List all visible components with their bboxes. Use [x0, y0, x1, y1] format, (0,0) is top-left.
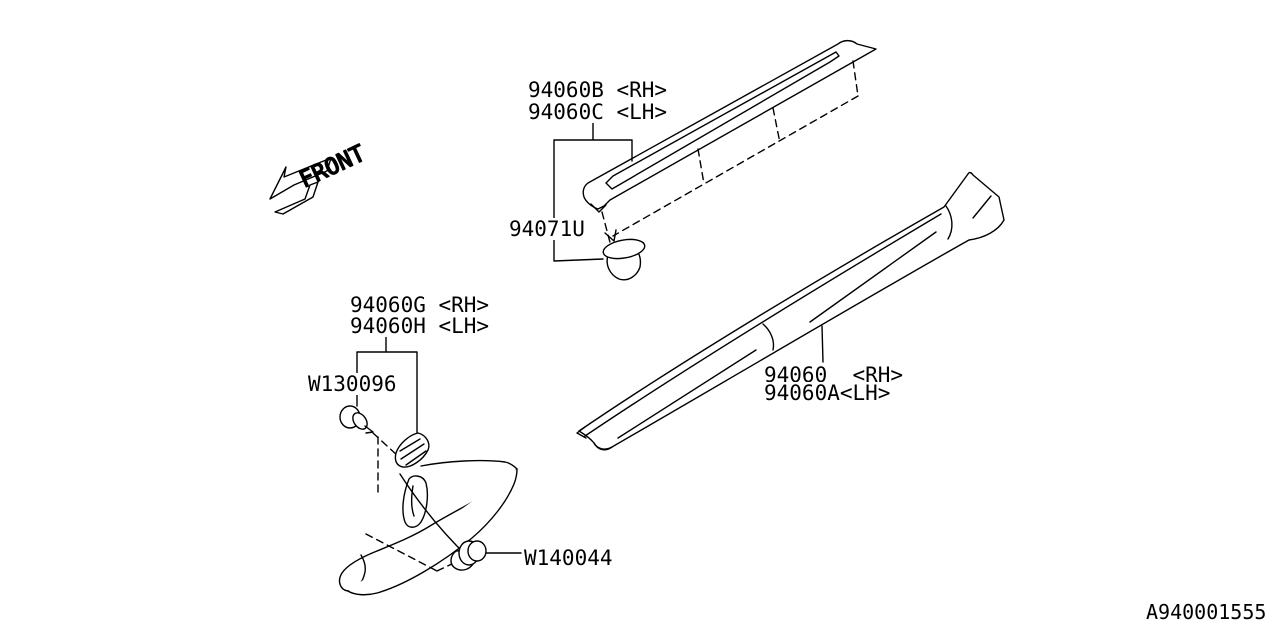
front-arrow-icon: [269, 157, 332, 215]
leader-lines-top: [553, 120, 633, 262]
kick-panel-trim-drawing: [338, 432, 518, 596]
part-label-94060-rh: 94060 <RH>: [764, 363, 904, 387]
clip-w140044-drawing: [450, 540, 522, 571]
diagram-id: A940001555: [1146, 600, 1267, 624]
leader-line-sill: [821, 325, 824, 363]
part-label-w140044: W140044: [524, 546, 613, 570]
part-label-94060h-lh: 94060H <LH>: [350, 314, 490, 338]
part-label-w130096: W130096: [308, 372, 397, 396]
door-sill-plate-drawing: [582, 39, 877, 251]
part-label-94071u: 94071U: [509, 217, 585, 241]
leader-lines-kick: [356, 331, 418, 434]
part-label-94060a-lh: 94060A<LH>: [764, 381, 891, 405]
part-label-94060b-rh: 94060B <RH>: [528, 78, 668, 102]
front-label: FRONT: [296, 141, 370, 194]
clip-w130096-drawing: [339, 405, 374, 434]
part-label-94060g-rh: 94060G <RH>: [350, 293, 490, 317]
part-label-94060c-lh: 94060C <LH>: [528, 100, 668, 124]
side-sill-molding-drawing: [576, 171, 1005, 451]
clip-94071u-drawing: [602, 229, 646, 281]
